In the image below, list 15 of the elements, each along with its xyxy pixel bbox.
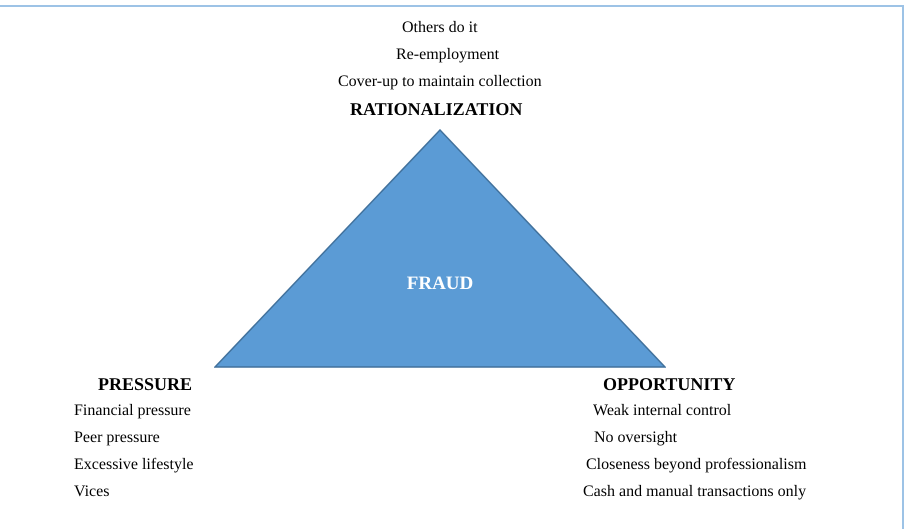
list-item-text: No oversight [594, 428, 678, 448]
heading-label: OPPORTUNITY [603, 373, 736, 396]
heading-label: PRESSURE [98, 373, 192, 396]
list-item-text: Excessive lifestyle [74, 455, 194, 475]
list-item-text: Closeness beyond professionalism [586, 455, 806, 475]
list-item-text: Cash and manual transactions only [583, 482, 806, 502]
list-item-text: Weak internal control [593, 401, 732, 421]
list-item-text: Re-employment [396, 45, 500, 65]
list-item-text: Peer pressure [74, 428, 160, 448]
list-item-text: Financial pressure [74, 401, 191, 421]
list-item-text: Others do it [402, 18, 478, 38]
list-item-text: Vices [74, 482, 110, 502]
list-item-text: Cover-up to maintain collection [338, 72, 542, 92]
heading-label: RATIONALIZATION [350, 98, 522, 121]
triangle-label: FRAUD [406, 272, 474, 296]
